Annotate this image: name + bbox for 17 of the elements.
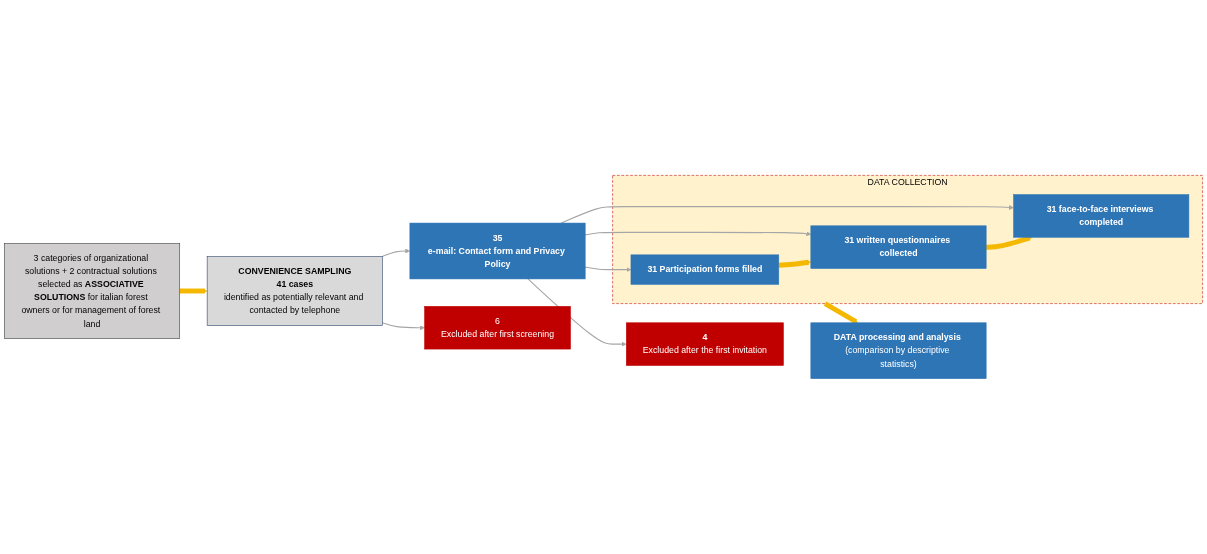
node-box: 6 Excluded after first screening bbox=[424, 306, 571, 350]
node-box: 31 face-to-face interviews completed bbox=[1013, 194, 1190, 238]
arrow bbox=[778, 259, 812, 268]
node-box: 3 categories of organizational solutions + 2 contractual solutions selected as ASSOCIATIVE SOLUTIONS for italian forest owners or for management of forest land bbox=[4, 243, 180, 339]
arrow bbox=[584, 266, 632, 272]
node-box: DATA processing and analysis (comparison by descriptive statistics) bbox=[810, 322, 987, 379]
arrow bbox=[584, 231, 812, 237]
arrow bbox=[527, 278, 627, 347]
node-box: 35 e-mail: Contact form and Privacy Policy bbox=[409, 222, 586, 280]
node-box: CONVENIENCE SAMPLING 41 cases identified as potentially relevant and contacted by telephone bbox=[206, 256, 383, 326]
arrow bbox=[381, 322, 425, 331]
node-box: 31 Participation forms filled bbox=[630, 254, 780, 285]
arrow bbox=[381, 248, 411, 257]
node-box: 4 Excluded after the first invitation bbox=[626, 322, 784, 366]
arrow bbox=[179, 288, 208, 294]
node-box: 31 written questionnaires collected bbox=[810, 225, 987, 269]
arrow bbox=[823, 301, 858, 324]
